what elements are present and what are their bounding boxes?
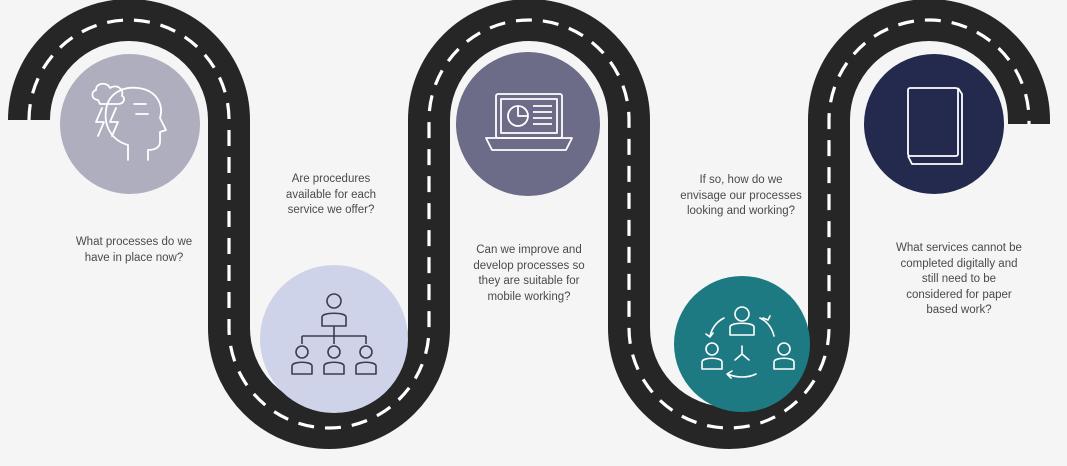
org-chart-icon	[291, 293, 377, 375]
team-collaboration-icon	[701, 306, 795, 379]
step-5-circle	[864, 54, 1004, 194]
step-4-circle	[674, 276, 810, 412]
laptop-dashboard-icon	[485, 93, 573, 151]
step-5-question: What services cannot be completed digita…	[896, 242, 1022, 316]
step-3-circle	[456, 52, 600, 196]
step-4-question: If so, how do we envisage our processes …	[680, 174, 802, 217]
step-1-question: What processes do we have in place now?	[75, 236, 193, 264]
book-icon	[907, 87, 963, 165]
head-thinking-icon	[91, 82, 167, 161]
step-1-circle	[60, 54, 200, 194]
step-3-question: Can we improve and develop processes so …	[473, 244, 585, 303]
step-2-circle	[260, 265, 408, 413]
road-center-marking	[27, 18, 1031, 430]
step-2-question: Are procedures available for each servic…	[285, 173, 377, 216]
winding-road	[8, 0, 1050, 449]
